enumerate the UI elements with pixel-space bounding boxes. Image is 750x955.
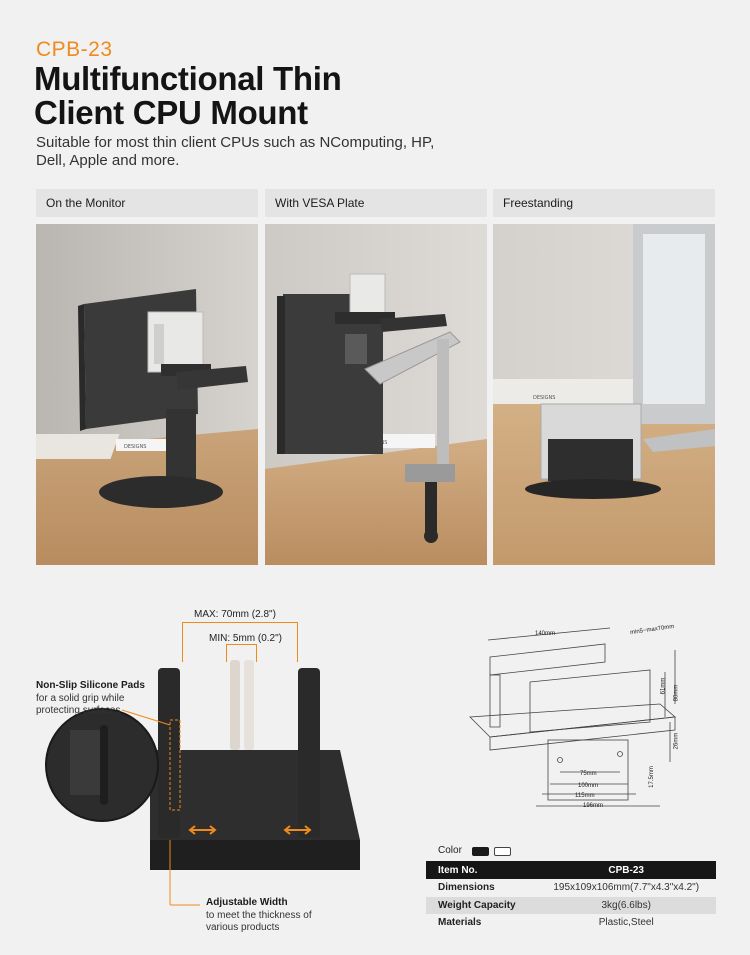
dim-26mm: 26mm bbox=[673, 732, 680, 750]
pads-callout-title: Non-Slip Silicone Pads bbox=[36, 680, 145, 691]
min-width-label: MIN: 5mm (0.2") bbox=[209, 633, 282, 644]
width-callout-title: Adjustable Width bbox=[206, 897, 288, 908]
spec-label: Materials bbox=[438, 917, 482, 929]
product-subtitle: Suitable for most thin client CPUs such … bbox=[36, 134, 435, 169]
dim-75mm: 75mm bbox=[580, 771, 597, 777]
spec-label: Dimensions bbox=[438, 882, 495, 894]
photo-freestanding: DESIGNS bbox=[493, 224, 715, 565]
dim-196mm: 196mm bbox=[583, 803, 604, 809]
header-model: CPB-23 bbox=[536, 861, 716, 879]
table-row: Materials Plastic,Steel bbox=[426, 914, 716, 932]
dim-61mm: 61mm bbox=[660, 677, 667, 695]
spec-value: Plastic,Steel bbox=[598, 917, 654, 929]
width-callout-line-1: to meet the thickness of bbox=[206, 910, 312, 921]
title-line-2: Client CPU Mount bbox=[34, 94, 308, 131]
pads-callout-line-1: for a solid grip while bbox=[36, 693, 125, 704]
header-item-no: Item No. bbox=[426, 861, 537, 879]
technical-drawing bbox=[460, 622, 710, 822]
width-adjustment-graphic bbox=[30, 600, 390, 945]
photo-brand-text: DESIGNS bbox=[124, 444, 146, 450]
mode-label-vesa-plate: With VESA Plate bbox=[265, 189, 487, 217]
table-row: Dimensions 195x109x106mm(7.7"x4.3"x4.2") bbox=[426, 879, 716, 897]
title-line-1: Multifunctional Thin bbox=[34, 60, 342, 97]
dim-80mm: 80mm bbox=[673, 684, 680, 702]
svg-text:DESIGNS: DESIGNS bbox=[533, 395, 555, 401]
mode-label-freestanding: Freestanding bbox=[493, 189, 715, 217]
spec-value: 195x109x106mm(7.7"x4.3"x4.2") bbox=[553, 882, 700, 894]
width-callout-line-2: various products bbox=[206, 922, 280, 933]
photo-vesa-plate: DESIGNS bbox=[265, 224, 487, 565]
color-label: Color bbox=[438, 845, 462, 856]
dim-17-5mm: 17.5mm bbox=[648, 766, 655, 788]
model-number: CPB-23 bbox=[36, 38, 113, 61]
color-swatch-black bbox=[472, 847, 489, 856]
spec-value: 3kg(6.6lbs) bbox=[536, 896, 716, 914]
spec-table: Item No. CPB-23 Dimensions 195x109x106mm… bbox=[426, 861, 716, 932]
max-width-label: MAX: 70mm (2.8") bbox=[194, 609, 276, 620]
spec-table-header: Item No. CPB-23 bbox=[426, 861, 716, 879]
dim-140mm: 140mm bbox=[535, 631, 556, 637]
photo-on-monitor: DESIGNS bbox=[36, 224, 258, 565]
mode-label-on-monitor: On the Monitor bbox=[36, 189, 258, 217]
dim-100mm: 100mm bbox=[578, 783, 599, 789]
product-title: Multifunctional Thin Client CPU Mount bbox=[34, 60, 342, 131]
dim-115mm: 115mm bbox=[575, 793, 595, 799]
color-swatch-white bbox=[494, 847, 511, 856]
spec-label: Weight Capacity bbox=[426, 896, 537, 914]
pads-callout-line-2: protecting surfaces bbox=[36, 705, 121, 716]
table-row: Weight Capacity 3kg(6.6lbs) bbox=[426, 896, 716, 914]
